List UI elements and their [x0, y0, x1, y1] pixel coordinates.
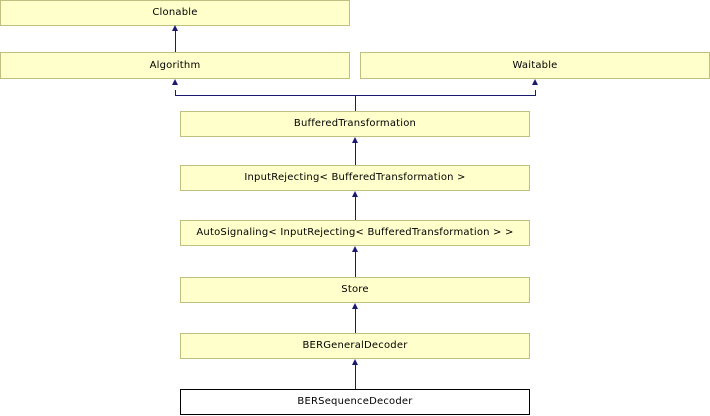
arrowhead-ber-sequence-decoder-to-ber-general	[352, 359, 358, 365]
node-clonable[interactable]: Clonable	[0, 0, 350, 26]
node-label-algorithm: Algorithm	[149, 59, 201, 71]
arrowhead-buffered-to-algorithm	[172, 79, 178, 85]
node-label-buffered-transformation: BufferedTransformation	[293, 118, 417, 129]
node-ber-general-decoder[interactable]: BERGeneralDecoder	[180, 333, 530, 359]
edge-algorithm-to-clonable	[175, 31, 176, 52]
edge-buffered-to-algorithm	[175, 90, 176, 96]
edge-buffered-riser	[355, 95, 356, 111]
edge-store-to-auto-signaling	[355, 252, 356, 277]
edge-ber-general-decoder-to-store	[355, 309, 356, 333]
node-input-rejecting[interactable]: InputRejecting< BufferedTransformation >	[180, 165, 530, 191]
arrowhead-input-rejecting-to-buffered	[352, 137, 358, 143]
arrowhead-auto-signaling-to-input-rejecting	[352, 191, 358, 197]
node-algorithm[interactable]: Algorithm	[0, 52, 350, 79]
node-label-ber-sequence-decoder: BERSequenceDecoder	[297, 396, 413, 407]
node-store[interactable]: Store	[180, 277, 530, 303]
edge-auto-signaling-to-input-rejecting	[355, 197, 356, 220]
arrowhead-buffered-to-waitable	[532, 79, 538, 85]
arrowhead-algorithm-to-clonable	[172, 25, 178, 31]
node-label-waitable: Waitable	[512, 59, 558, 71]
edge-input-rejecting-to-buffered	[355, 143, 356, 165]
node-buffered-transformation[interactable]: BufferedTransformation	[180, 111, 530, 137]
edge-buffered-to-waitable	[535, 90, 536, 96]
node-waitable[interactable]: Waitable	[360, 52, 710, 79]
node-label-auto-signaling: AutoSignaling< InputRejecting< BufferedT…	[196, 227, 514, 238]
node-label-input-rejecting: InputRejecting< BufferedTransformation >	[244, 172, 466, 183]
node-label-ber-general-decoder: BERGeneralDecoder	[302, 340, 408, 351]
node-ber-sequence-decoder[interactable]: BERSequenceDecoder	[180, 389, 530, 415]
node-label-clonable: Clonable	[152, 7, 198, 18]
node-auto-signaling[interactable]: AutoSignaling< InputRejecting< BufferedT…	[180, 220, 530, 246]
edge-ber-sequence-decoder-to-ber-general	[355, 365, 356, 389]
node-label-store: Store	[341, 284, 369, 295]
arrowhead-ber-general-decoder-to-store	[352, 303, 358, 309]
arrowhead-store-to-auto-signaling	[352, 246, 358, 252]
